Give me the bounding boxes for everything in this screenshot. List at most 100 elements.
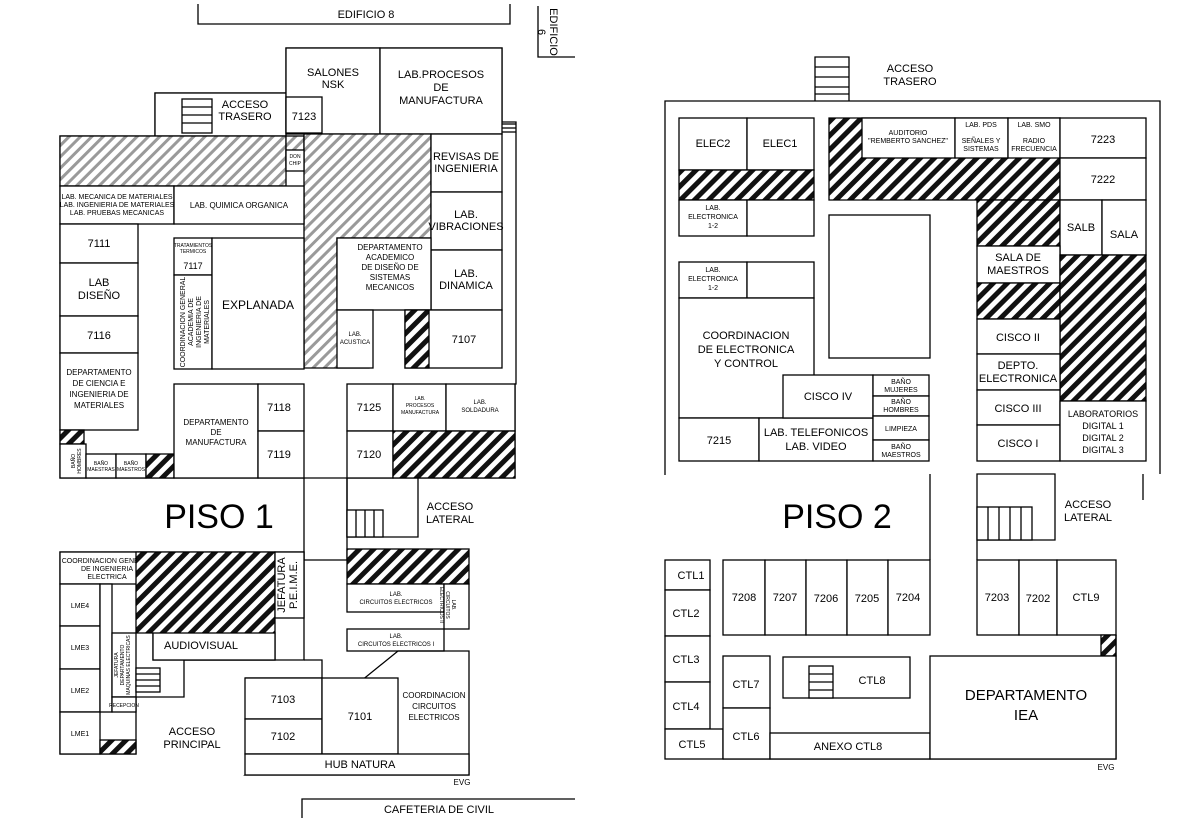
cisco-iii[interactable]	[976, 389, 1061, 426]
lab-quimica-organica[interactable]	[173, 185, 305, 225]
jefatura-pime[interactable]	[274, 551, 305, 619]
lab-dinamica[interactable]	[430, 249, 503, 311]
tratamientos-termicos[interactable]	[173, 237, 213, 276]
room-7223[interactable]	[1059, 117, 1147, 159]
depto-ciencia-materiales[interactable]	[59, 352, 139, 431]
room-7203[interactable]	[976, 559, 1020, 636]
depto-diseno-sistemas[interactable]	[336, 237, 432, 311]
lme1[interactable]	[59, 711, 101, 755]
room-7123[interactable]	[285, 96, 323, 134]
room-7119[interactable]	[257, 430, 305, 479]
bano-hombres-1[interactable]	[59, 443, 87, 479]
ctl6[interactable]	[722, 707, 771, 760]
room-7215[interactable]	[678, 417, 760, 462]
elec1[interactable]	[746, 117, 815, 171]
cisco-ii[interactable]	[976, 318, 1061, 355]
hatched-block	[976, 282, 1061, 320]
lab-soldadura[interactable]	[445, 383, 516, 432]
ctl5-label: CTL5	[679, 739, 706, 751]
jefatura-maquinas[interactable]	[111, 632, 137, 698]
hatched-block	[99, 739, 137, 755]
room-7107-label: 7107	[452, 334, 476, 346]
lab-telefonicos-video[interactable]	[758, 417, 874, 462]
courtyard	[828, 214, 931, 359]
ctl7-label: CTL7	[733, 679, 760, 691]
bano-maestros-1[interactable]	[115, 453, 147, 479]
explanada[interactable]	[211, 237, 305, 370]
lab-circuitos-electricos-ii[interactable]	[443, 583, 470, 630]
acceso-trasero-1[interactable]	[154, 92, 287, 137]
coord-general-materiales[interactable]	[173, 274, 213, 370]
audiovisual[interactable]	[152, 632, 276, 661]
lab-acustica[interactable]	[336, 309, 374, 369]
anexo-ctl8[interactable]	[769, 732, 931, 760]
hatched-block	[976, 199, 1061, 247]
hatched-block	[678, 169, 815, 201]
room-7204[interactable]	[887, 559, 931, 636]
edificio-8-label: EDIFICIO 8	[338, 9, 395, 21]
lab-vibraciones[interactable]	[430, 191, 503, 251]
cisco-i[interactable]	[976, 424, 1061, 462]
ctl7[interactable]	[722, 655, 771, 709]
auditorio-label: AUDITORIO"REMBERTO SANCHEZ"	[868, 130, 948, 145]
ctl9[interactable]	[1056, 559, 1117, 636]
lab-pds[interactable]	[954, 117, 1009, 159]
room-7102[interactable]	[244, 718, 323, 755]
elec2-label: ELEC2	[696, 138, 731, 150]
room-7222[interactable]	[1059, 157, 1147, 201]
room-7206[interactable]	[805, 559, 848, 636]
lab-circuitos-electricos[interactable]	[346, 583, 445, 613]
room-7103[interactable]	[244, 677, 323, 720]
lab-diseno[interactable]	[59, 262, 139, 317]
room-7207[interactable]	[764, 559, 807, 636]
lab-mecanica-materiales[interactable]	[59, 185, 175, 225]
depto-manufactura[interactable]	[173, 383, 259, 479]
corridor-hatched	[59, 135, 287, 187]
room-7116-label: 7116	[87, 330, 111, 342]
lab-circuitos-electricos-i[interactable]	[346, 628, 445, 652]
ctl2[interactable]	[664, 589, 711, 637]
ctl4[interactable]	[664, 681, 711, 730]
bano-maestros-2[interactable]	[872, 439, 930, 462]
lme2[interactable]	[59, 668, 101, 713]
sala[interactable]	[1101, 199, 1147, 256]
room-7208[interactable]	[722, 559, 766, 636]
room-7222-label: 7222	[1091, 174, 1115, 186]
lme4[interactable]	[59, 583, 101, 627]
cisco-iv[interactable]	[782, 374, 874, 419]
don-chip[interactable]	[285, 149, 305, 172]
departamento-iea[interactable]	[929, 655, 1117, 760]
bano-maestras[interactable]	[85, 453, 117, 479]
stairs-icon	[976, 506, 1033, 541]
hub-natura-label: HUB NATURA	[325, 759, 396, 771]
ctl3[interactable]	[664, 635, 711, 683]
room-7205[interactable]	[846, 559, 889, 636]
room-blank	[746, 261, 815, 299]
lab-electronica-a[interactable]	[678, 199, 748, 237]
room-7120[interactable]	[346, 430, 394, 479]
ctl8[interactable]	[782, 656, 911, 699]
hub-natura[interactable]	[244, 753, 470, 776]
ctl5[interactable]	[664, 728, 724, 760]
ctl8-label: CTL8	[859, 675, 886, 687]
lab-electronica-b[interactable]	[678, 261, 748, 299]
laboratorios-digital[interactable]	[1059, 400, 1147, 462]
lab-procesos-manufactura[interactable]	[379, 47, 503, 135]
ctl6-label: CTL6	[733, 731, 760, 743]
recepcion[interactable]	[111, 696, 137, 713]
cisco-iii-label: CISCO III	[994, 403, 1041, 415]
stairs-icon	[135, 667, 161, 693]
auditorio[interactable]	[861, 117, 956, 159]
room-7202[interactable]	[1018, 559, 1058, 636]
room-7101[interactable]	[321, 677, 399, 755]
ctl1[interactable]	[664, 559, 711, 591]
